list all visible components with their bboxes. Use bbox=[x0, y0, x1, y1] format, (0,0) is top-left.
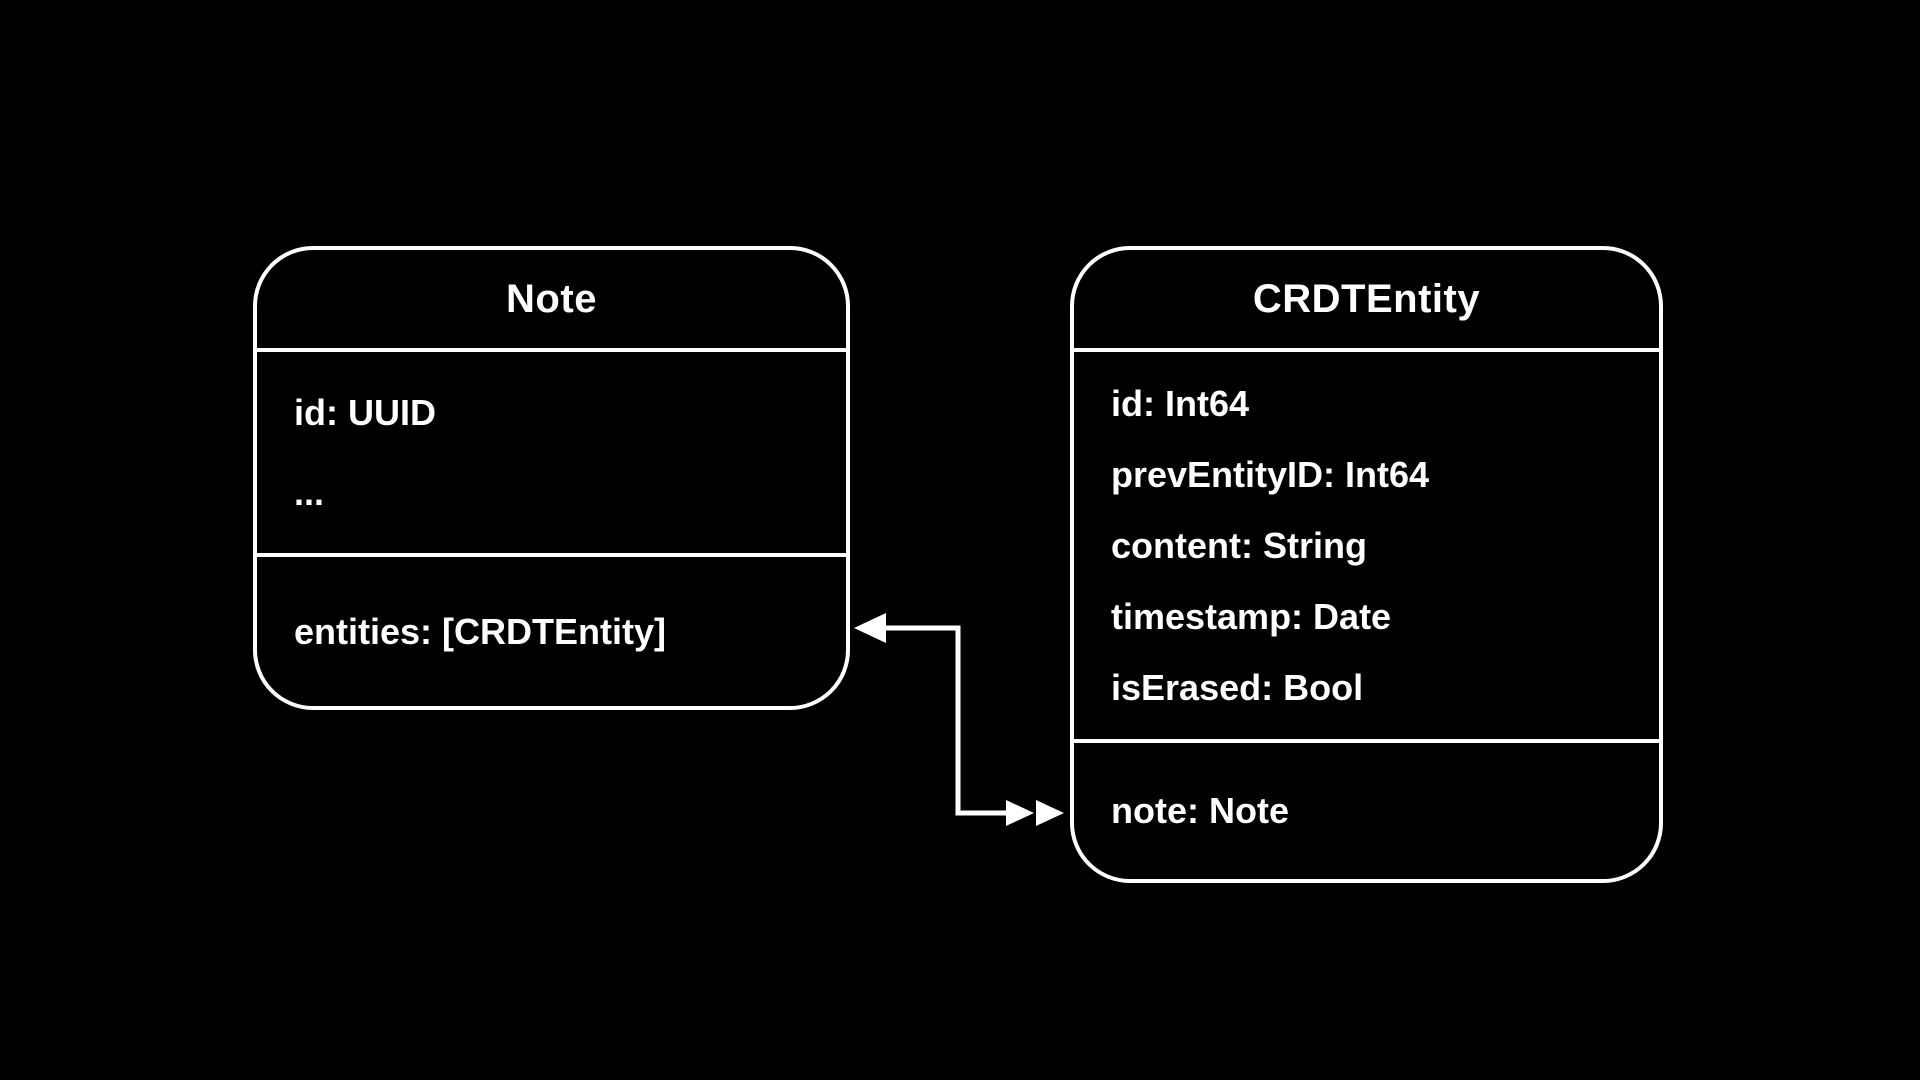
arrowhead-single-left-icon bbox=[854, 613, 886, 643]
arrowhead-double-right-back-icon bbox=[1006, 800, 1034, 826]
connector-line bbox=[880, 625, 1014, 816]
field-crdt-timestamp: timestamp: Date bbox=[1111, 595, 1392, 637]
entity-note-attributes: id: UUID ... bbox=[257, 352, 846, 557]
field-crdt-iserased: isErased: Bool bbox=[1111, 666, 1364, 708]
field-crdt-preventityid: prevEntityID: Int64 bbox=[1111, 453, 1430, 495]
entity-note-title: Note bbox=[257, 250, 846, 352]
entity-crdtentity-attributes: id: Int64 prevEntityID: Int64 content: S… bbox=[1074, 352, 1659, 743]
entity-crdtentity-relationships: note: Note bbox=[1074, 743, 1659, 879]
field-crdt-content: content: String bbox=[1111, 524, 1367, 566]
entity-crdtentity-title: CRDTEntity bbox=[1074, 250, 1659, 352]
field-crdt-id: id: Int64 bbox=[1111, 382, 1250, 424]
entity-note-relationships: entities: [CRDTEntity] bbox=[257, 557, 846, 706]
arrowhead-double-right-front-icon bbox=[1036, 800, 1064, 826]
field-crdt-note: note: Note bbox=[1111, 790, 1289, 832]
field-note-id: id: UUID bbox=[294, 391, 436, 433]
field-note-entities: entities: [CRDTEntity] bbox=[294, 610, 666, 652]
entity-note: Note id: UUID ... entities: [CRDTEntity] bbox=[253, 246, 850, 710]
entity-crdtentity: CRDTEntity id: Int64 prevEntityID: Int64… bbox=[1070, 246, 1663, 883]
field-note-ellipsis: ... bbox=[294, 471, 325, 513]
